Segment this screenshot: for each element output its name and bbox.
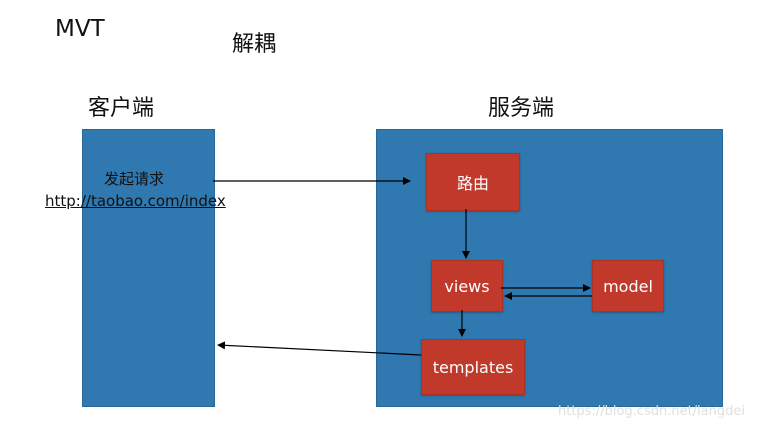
- views-node: views: [431, 260, 503, 312]
- request-url: http://taobao.com/index: [45, 192, 226, 210]
- request-label: 发起请求: [104, 170, 165, 188]
- server-heading: 服务端: [488, 96, 555, 121]
- diagram-title: MVT: [55, 16, 105, 42]
- watermark-text: https://blog.csdn.net/langdei: [558, 404, 745, 419]
- diagram-subtitle: 解耦: [232, 32, 277, 57]
- client-panel: [82, 129, 215, 407]
- router-node: 路由: [426, 153, 520, 211]
- templates-node: templates: [421, 339, 525, 395]
- client-heading: 客户端: [88, 96, 155, 121]
- model-node: model: [592, 260, 664, 312]
